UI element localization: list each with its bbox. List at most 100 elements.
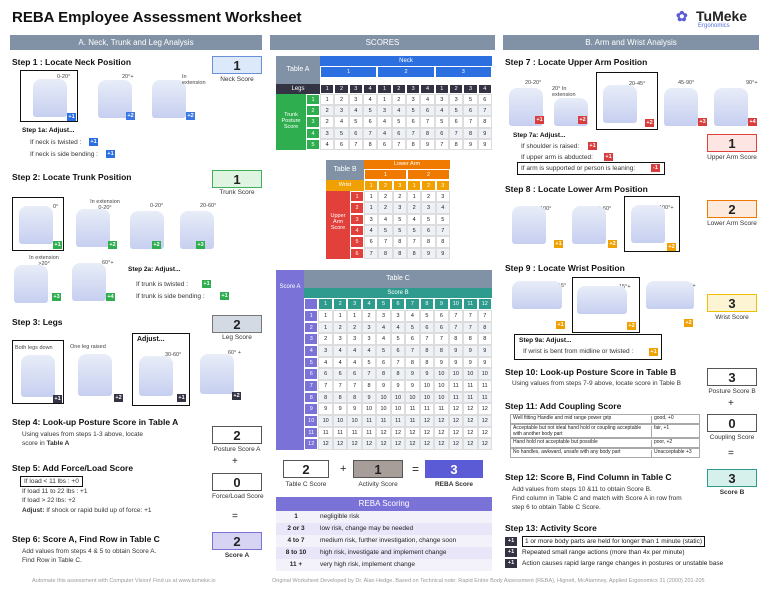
leg-score: 2 bbox=[212, 315, 262, 333]
coupling-row[interactable]: Hand hold not acceptable but possible poo… bbox=[510, 438, 700, 448]
table-b-wrist-col: 2 bbox=[378, 180, 393, 191]
arm-supported-option-selected[interactable]: If arm is supported or person is leaning… bbox=[517, 162, 665, 175]
lower-arm-option-1[interactable]: 60-100° +1 bbox=[510, 196, 566, 250]
neck-option-selected[interactable]: 0-20° +1 bbox=[20, 70, 78, 122]
table-b-cell: 7 bbox=[435, 225, 450, 237]
legs-option-selected[interactable]: Both legs down +1 bbox=[12, 340, 64, 404]
table-b-upper-arm-header: Upper Arm Score bbox=[326, 191, 350, 259]
table-b-cell: 2 bbox=[378, 202, 393, 214]
wrist-score: 3 bbox=[707, 294, 757, 312]
table-c-cell: 3 bbox=[376, 310, 391, 322]
coupling-value: poor, +2 bbox=[651, 439, 672, 448]
table-c-score-a-row: 12 bbox=[304, 438, 319, 450]
wrist-badge: +2 bbox=[684, 319, 693, 327]
neck-option-3[interactable]: In extension +2 bbox=[148, 74, 206, 122]
table-b-cell: 3 bbox=[435, 191, 450, 203]
arm-supported-text: If arm is supported or person is leaning… bbox=[521, 165, 636, 172]
table-c-cell: 11 bbox=[434, 403, 449, 415]
table-b-cell: 8 bbox=[378, 247, 393, 259]
table-b-cell: 7 bbox=[407, 236, 422, 248]
load-option-3: If load > 22 lbs: +2 bbox=[22, 497, 76, 504]
table-a-cell: 6 bbox=[449, 116, 464, 128]
footer-left[interactable]: Automate this assessment with Computer V… bbox=[32, 578, 216, 584]
table-c-cell: 9 bbox=[477, 356, 492, 369]
table-c-score-b-col: 5 bbox=[376, 298, 391, 310]
table-c-cell: 2 bbox=[332, 321, 348, 334]
step4-table-a-ref: Table A bbox=[46, 440, 70, 447]
load-option-selected[interactable]: If load < 11 lbs : +0 bbox=[20, 476, 83, 487]
upper-arm-option-1[interactable]: 20-20° +1 bbox=[505, 70, 547, 126]
upper-arm-option-5[interactable]: 90°+ +4 bbox=[712, 72, 760, 128]
step4-text2a: score in bbox=[22, 440, 47, 447]
trunk-option-4[interactable]: 20-60° +3 bbox=[178, 203, 228, 251]
table-b-cell: 5 bbox=[392, 225, 407, 237]
upper-arm-option-2[interactable]: 20° In extension +2 bbox=[550, 72, 590, 126]
table-c-cell: 4 bbox=[347, 345, 362, 357]
wrist-option-1[interactable]: 15-15° +1 bbox=[510, 277, 570, 331]
neck-badge: +1 bbox=[67, 113, 76, 121]
upper-arm-angle-label: 90°+ bbox=[746, 80, 758, 86]
trunk-angle-label: 20-60° bbox=[200, 203, 217, 209]
trunk-option-2[interactable]: In extension 0-20° +2 bbox=[72, 199, 122, 251]
table-b-lower-arm-header: Lower Arm bbox=[364, 160, 450, 169]
trunk-option-3[interactable]: 0-20° +2 bbox=[128, 203, 172, 251]
wrist-option-3[interactable]: 15°+ +2 bbox=[644, 277, 702, 331]
legs-adjust-box[interactable]: Adjust... 30-60° +1 bbox=[132, 333, 190, 406]
table-a-cell: 9 bbox=[477, 138, 492, 150]
shoulder-raised-text: If shoulder is raised: bbox=[521, 143, 580, 150]
table-b-cell: 9 bbox=[421, 247, 436, 259]
table-a-leg-col: 4 bbox=[363, 84, 378, 94]
table-c-cell: 12 bbox=[405, 438, 420, 450]
wrist-bent-text: If wrist is bent from midline or twisted… bbox=[523, 348, 634, 355]
table-b-cell: 8 bbox=[421, 236, 436, 248]
table-c-cell: 1 bbox=[347, 310, 362, 322]
wrist-option-selected[interactable]: 15°+ +2 bbox=[572, 277, 640, 333]
reba-range: 8 to 10 bbox=[285, 549, 307, 556]
table-a-neck-col: 2 bbox=[377, 66, 435, 78]
tumeke-logo[interactable]: ✿ TuMeke Ergonomics bbox=[676, 8, 758, 30]
table-c-cell: 11 bbox=[332, 426, 348, 439]
step4-text2: score in Table A bbox=[22, 439, 69, 448]
upper-arm-angle-label: 20° In extension bbox=[552, 86, 576, 98]
table-a-cell: 7 bbox=[406, 127, 421, 139]
step4-text1: Using values from steps 1-3 above, locat… bbox=[22, 431, 144, 438]
shoulder-raised-badge: +1 bbox=[588, 142, 597, 150]
trunk-option-6[interactable]: 60°+ +4 bbox=[70, 257, 120, 303]
lower-arm-option-selected[interactable]: 100°+ +2 bbox=[624, 196, 680, 252]
trunk-option-selected[interactable]: 0° +1 bbox=[12, 197, 64, 251]
table-c-cell: 4 bbox=[347, 356, 362, 369]
table-b-cell: 4 bbox=[435, 202, 450, 214]
table-c-cell: 9 bbox=[434, 356, 449, 369]
table-a-cell: 1 bbox=[377, 94, 392, 106]
upper-arm-option-4[interactable]: 45-90° +3 bbox=[662, 72, 710, 128]
coupling-row[interactable]: Acceptable but not ideal hand hold or co… bbox=[510, 424, 700, 438]
legs-option-2[interactable]: One leg raised +2 bbox=[68, 340, 126, 404]
table-a-cell: 9 bbox=[420, 138, 435, 150]
trunk-option-5[interactable]: In extension >20° +3 bbox=[12, 255, 66, 303]
table-b-upper-arm-row: 3 bbox=[350, 213, 364, 225]
coupling-description: Hand hold not acceptable but possible bbox=[513, 439, 598, 445]
table-a-leg-col: 4 bbox=[477, 84, 492, 94]
coupling-row[interactable]: No handles, awkward, unsafe with any bod… bbox=[510, 448, 700, 458]
wrist-adjust-box[interactable]: Step 9a: Adjust... If wrist is bent from… bbox=[514, 334, 662, 360]
neck-badge: +2 bbox=[186, 112, 195, 120]
table-c-cell: 12 bbox=[434, 438, 449, 450]
coupling-row[interactable]: Well fitting Handle and mid range power … bbox=[510, 414, 700, 424]
table-c-cell: 3 bbox=[332, 333, 348, 345]
upper-arm-badge: +1 bbox=[535, 116, 544, 124]
table-c-cell: 12 bbox=[376, 438, 391, 450]
table-c-cell: 12 bbox=[448, 438, 464, 450]
legs-option-4[interactable]: 60° + +2 bbox=[196, 344, 256, 406]
neck-angle-label: 20°+ bbox=[122, 74, 134, 80]
neck-option-2[interactable]: 20°+ +2 bbox=[92, 74, 142, 122]
table-a-cell: 4 bbox=[363, 94, 378, 106]
table-b-cell: 6 bbox=[364, 236, 379, 248]
upper-arm-angle-label: 20-45° bbox=[629, 81, 646, 87]
upper-arm-option-selected[interactable]: 20-45° +2 bbox=[596, 72, 658, 130]
lower-arm-option-2[interactable]: 0-60° +2 bbox=[570, 196, 620, 250]
table-c-cell: 12 bbox=[448, 426, 464, 439]
table-c-score-b-col: 2 bbox=[332, 298, 348, 310]
